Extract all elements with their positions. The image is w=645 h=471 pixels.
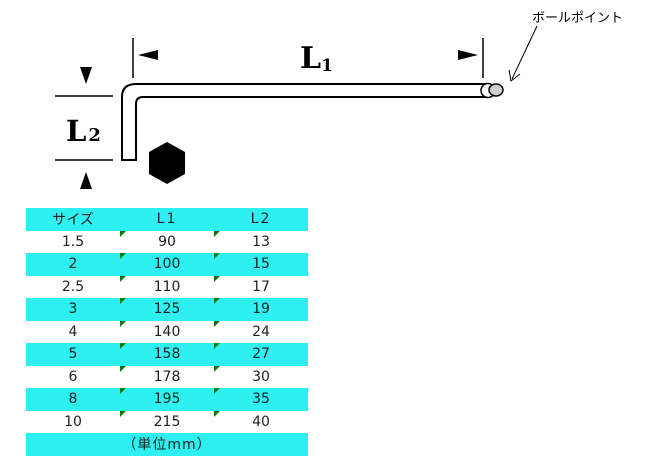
table-row: 1.5 90 13 — [26, 230, 308, 253]
l2-bottom-arrow — [80, 172, 92, 189]
size-spec-table: サイズ L1 L2 1.5 90 13 2 100 15 2.5 110 17 … — [26, 208, 308, 456]
cell-size: 2.5 — [26, 275, 120, 298]
table-row: 5 158 27 — [26, 343, 308, 366]
cell-marker — [214, 320, 220, 327]
cell-marker — [120, 320, 126, 327]
l1-right-arrow — [458, 50, 478, 60]
cell-l2: 24 — [214, 320, 308, 343]
cell-marker — [214, 298, 220, 304]
callout-arrowhead — [508, 69, 521, 82]
cell-marker — [120, 298, 126, 304]
cell-size: 8 — [26, 388, 120, 411]
table-row: 4 140 24 — [26, 320, 308, 343]
cell-marker — [120, 343, 126, 349]
cell-size: 5 — [26, 343, 120, 366]
cell-l2: 19 — [214, 298, 308, 321]
table-row: 2.5 110 17 — [26, 275, 308, 298]
cell-l2: 35 — [214, 388, 308, 411]
cell-l2: 13 — [214, 230, 308, 253]
hexagon-cross-section — [149, 142, 185, 184]
cell-marker — [214, 343, 220, 349]
callout-leader-line — [511, 25, 538, 80]
cell-l1: 140 — [120, 320, 214, 343]
table-row: 3 125 19 — [26, 298, 308, 321]
cell-marker — [120, 253, 126, 259]
ball-point-callout-label: ボールポイント — [532, 11, 624, 26]
table-row: 2 100 15 — [26, 253, 308, 276]
cell-marker — [120, 230, 126, 237]
table-row: 10 215 40 — [26, 410, 308, 433]
cell-l2: 17 — [214, 275, 308, 298]
header-l1: L1 — [120, 208, 214, 231]
cell-l1: 110 — [120, 275, 214, 298]
cell-l1: 178 — [120, 365, 214, 388]
table-row: 8 195 35 — [26, 388, 308, 411]
cell-marker — [120, 275, 126, 282]
table-row: 6 178 30 — [26, 365, 308, 388]
cell-l2: 15 — [214, 253, 308, 276]
cell-marker — [214, 253, 220, 259]
cell-size: 4 — [26, 320, 120, 343]
cell-marker — [214, 230, 220, 237]
header-l2: L2 — [214, 208, 308, 231]
cell-size: 1.5 — [26, 230, 120, 253]
cell-l2: 40 — [214, 410, 308, 433]
cell-marker — [120, 365, 126, 372]
cell-size: 2 — [26, 253, 120, 276]
cell-size: 10 — [26, 410, 120, 433]
cell-l1: 195 — [120, 388, 214, 411]
cell-l1: 100 — [120, 253, 214, 276]
cell-size: 6 — [26, 365, 120, 388]
unit-note: （単位mm） — [26, 433, 308, 456]
cell-size: 3 — [26, 298, 120, 321]
cell-marker — [120, 388, 126, 394]
table-footer-row: （単位mm） — [26, 433, 308, 456]
l2-top-arrow — [80, 67, 92, 84]
cell-l1: 215 — [120, 410, 214, 433]
cell-marker — [214, 410, 220, 417]
table-header-row: サイズ L1 L2 — [26, 208, 308, 231]
cell-l1: 158 — [120, 343, 214, 366]
cell-l2: 27 — [214, 343, 308, 366]
cell-l1: 90 — [120, 230, 214, 253]
l1-left-arrow — [138, 50, 158, 60]
header-size: サイズ — [26, 208, 120, 231]
l1-label: L1 — [300, 41, 333, 76]
cell-marker — [120, 410, 126, 417]
ball-point-tip — [488, 83, 504, 97]
cell-marker — [214, 388, 220, 394]
cell-marker — [214, 365, 220, 372]
cell-l2: 30 — [214, 365, 308, 388]
cell-marker — [214, 275, 220, 282]
cell-l1: 125 — [120, 298, 214, 321]
